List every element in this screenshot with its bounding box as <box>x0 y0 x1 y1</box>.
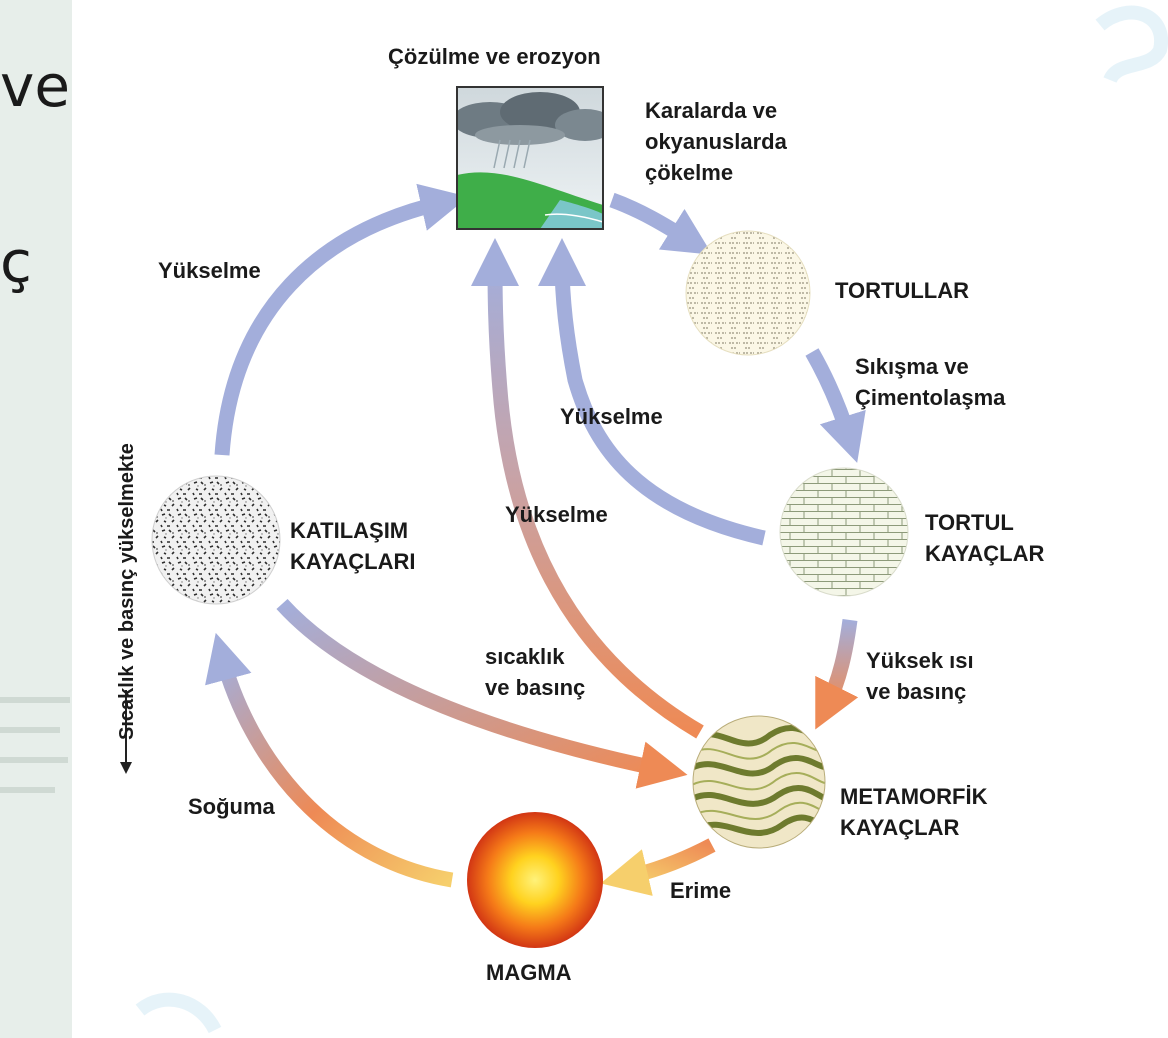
compaction-label-line: Çimentolaşma <box>855 384 1006 410</box>
igneous-rocks-label-line: KAYAÇLARI <box>290 548 416 574</box>
sediments-label: TORTULLAR <box>835 278 970 303</box>
slide-text-fragment: ç <box>0 228 32 296</box>
metamorphic-rocks-node <box>692 715 826 849</box>
deposition-label-line: çökelme <box>645 159 734 185</box>
uplift-mid-upper-label: Yükselme <box>560 404 663 429</box>
deposition-label-line: okyanuslarda <box>645 128 787 154</box>
weathering-erosion-image <box>456 86 604 230</box>
side-axis: Sıcaklık ve basınç yükselmekte <box>116 443 138 740</box>
arrow-heat-pressure <box>815 619 859 730</box>
weathering-erosion-title: Çözülme ve erozyon <box>388 44 601 69</box>
igneous-rocks-label: KATILAŞIM KAYAÇLARI <box>290 516 416 578</box>
igneous-rocks-label-line: KATILAŞIM <box>290 518 409 543</box>
arrow-uplift-mid-lower <box>471 237 704 739</box>
uplift-left-label: Yükselme <box>158 258 261 283</box>
arrow-deposition <box>609 192 713 255</box>
temp-pressure-label-line: sıcaklık <box>485 644 565 669</box>
slide-text-fragment: ve <box>0 52 71 120</box>
deposition-label: Karalarda ve okyanuslarda çökelme <box>645 96 787 188</box>
metamorphic-rocks-label-line: METAMORFİK <box>840 784 988 809</box>
heat-pressure-label: Yüksek ısı ve basınç <box>866 646 974 708</box>
compaction-label: Sıkışma ve Çimentolaşma <box>855 352 1005 414</box>
temp-pressure-label-line: ve basınç <box>485 674 586 700</box>
arrow-temp-pressure <box>276 598 688 789</box>
sedimentary-rocks-label: TORTUL KAYAÇLAR <box>925 508 1044 570</box>
side-axis-label: Sıcaklık ve basınç yükselmekte <box>116 443 138 740</box>
arrow-uplift-mid-upper <box>538 237 766 546</box>
magma-node <box>467 812 603 948</box>
melting-label: Erime <box>670 878 732 903</box>
heat-pressure-label-line: Yüksek ısı <box>866 648 974 673</box>
watermark-decoration <box>1095 5 1168 84</box>
heat-pressure-label-line: ve basınç <box>866 678 967 704</box>
igneous-rocks-node <box>151 475 281 605</box>
magma-label: MAGMA <box>486 960 572 985</box>
cooling-label: Soğuma <box>188 794 275 819</box>
arrow-cooling <box>205 632 454 888</box>
sedimentary-rocks-label-line: KAYAÇLAR <box>925 540 1045 566</box>
temp-pressure-label: sıcaklık ve basınç <box>485 642 585 704</box>
uplift-mid-lower-label: Yükselme <box>505 502 608 527</box>
slide-background-strip <box>0 0 72 1038</box>
compaction-label-line: Sıkışma ve <box>855 354 969 379</box>
metamorphic-rocks-label: METAMORFİK KAYAÇLAR <box>840 782 987 844</box>
watermark-decoration <box>135 992 222 1034</box>
metamorphic-rocks-label-line: KAYAÇLAR <box>840 814 960 840</box>
slide-texture <box>0 697 70 793</box>
arrow-uplift-left <box>214 183 469 456</box>
sedimentary-rocks-node <box>779 467 909 597</box>
sedimentary-rocks-label-line: TORTUL <box>925 510 1014 535</box>
sediments-node <box>685 230 811 356</box>
arrow-melting <box>600 838 716 896</box>
deposition-label-line: Karalarda ve <box>645 98 778 123</box>
arrow-compaction <box>805 348 866 463</box>
